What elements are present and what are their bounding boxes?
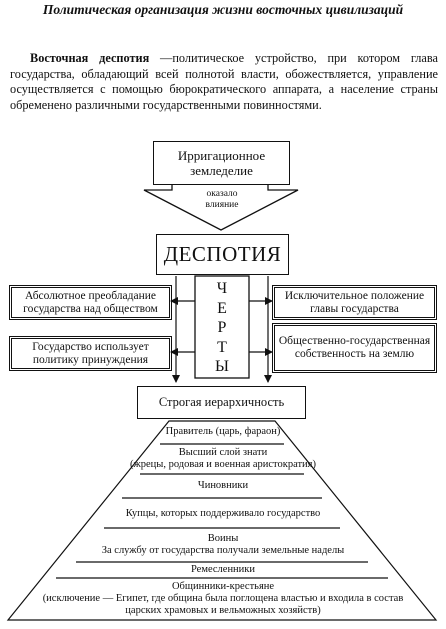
hierarchy-pyramid — [6, 420, 438, 621]
influence-label: оказало влияние — [205, 189, 239, 210]
pyramid-layer-merchants: Купцы, которых поддерживало государство — [125, 508, 321, 519]
pyramid-layer-artisans: Ремесленники — [190, 564, 256, 575]
feature-letter: Т — [217, 338, 227, 356]
features-letters: Ч Е Р Т Ы — [195, 279, 249, 377]
pyramid-layer-warriors: Воины За службу от государства получали … — [101, 533, 345, 556]
hierarchy-box: Строгая иерархичность — [137, 386, 306, 419]
feature-letter: Р — [217, 319, 227, 336]
pyramid-layer-peasants: Общинники-крестьяне (исключение — Египет… — [42, 581, 404, 616]
feature-letter: Ы — [215, 358, 229, 375]
page-title: Политическая организация жизни восточных… — [42, 2, 404, 17]
feature-right-2: Общественно-государственная собственност… — [272, 323, 437, 373]
intro-paragraph: Восточная деспотия —политическое устройс… — [10, 51, 438, 113]
irrigation-box: Ирригационное земледелие — [153, 141, 290, 185]
pyramid-layer-officials: Чиновники — [197, 480, 249, 491]
feature-letter: Е — [217, 299, 227, 317]
intro-definition: —политическое устройство, при котором гл… — [10, 51, 438, 112]
feature-letter: Ч — [216, 280, 228, 297]
intro-term: Восточная деспотия — [30, 51, 150, 65]
despotism-box: ДЕСПОТИЯ — [156, 234, 289, 275]
pyramid-layer-ruler: Правитель (царь, фараон) — [165, 426, 281, 437]
feature-left-2: Государство использует политику принужде… — [9, 336, 172, 371]
feature-left-1: Абсолютное преобладание государства над … — [9, 285, 172, 320]
features-column — [194, 275, 250, 379]
pyramid-layer-nobility: Высший слой знати (жрецы, родовая и воен… — [130, 447, 316, 470]
feature-right-1: Исключительное положение главы государст… — [272, 285, 437, 320]
